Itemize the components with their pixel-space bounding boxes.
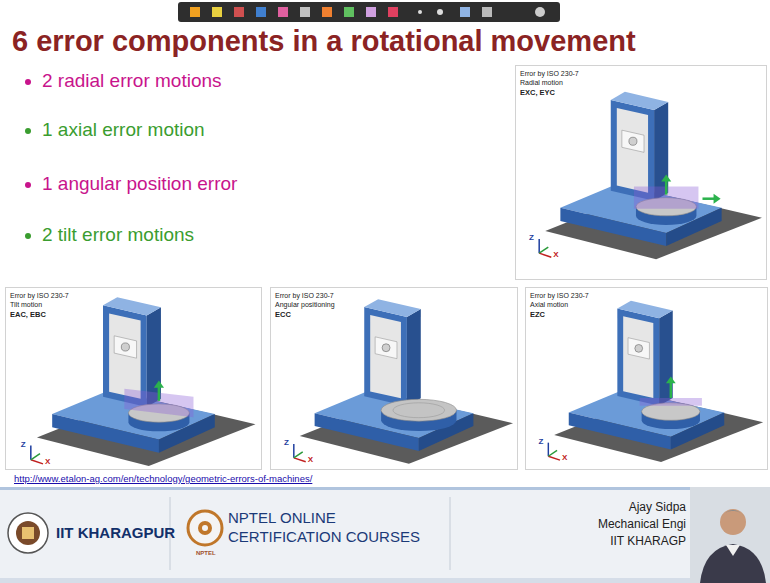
- panel-caption-line: Radial motion: [520, 79, 579, 88]
- course-banner: NPTEL ONLINE: [228, 509, 336, 527]
- course-banner: CERTIFICATION COURSES: [228, 528, 420, 546]
- axis-label: X: [45, 457, 50, 467]
- machine-tilt: [31, 297, 256, 466]
- error-code: EXC, EYC: [520, 88, 579, 97]
- presenter-name: Ajay Sidpa: [629, 500, 686, 514]
- axis-label: X: [562, 453, 567, 463]
- panel-caption: Error by ISO 230-7Tilt motionEAC, EBC: [10, 292, 69, 319]
- figure-panel: Error by ISO 230-7Axial motionEZC: [525, 287, 768, 470]
- bullet-dots: [25, 79, 31, 239]
- panel-caption: Error by ISO 230-7Radial motionEXC, EYC: [520, 70, 579, 97]
- machine-angular: [294, 299, 513, 464]
- bullet-text: 2 tilt error motions: [42, 224, 194, 247]
- slide-title: 6 error components in a rotational movem…: [12, 24, 636, 59]
- figure-panel: Error by ISO 230-7Tilt motionEAC, EBC: [5, 287, 262, 470]
- footer-band: [0, 487, 770, 583]
- toolbar: [178, 2, 560, 22]
- panel-caption: Error by ISO 230-7Angular positioningECC: [275, 292, 335, 319]
- bullet-text: 1 axial error motion: [42, 119, 205, 142]
- panel-caption-line: Error by ISO 230-7: [10, 292, 69, 301]
- presenter-video: [690, 487, 770, 583]
- machine-radial: [539, 92, 762, 259]
- error-code: ECC: [275, 310, 335, 319]
- axis-label: Z: [529, 233, 534, 243]
- bullet-text: 2 radial error motions: [42, 70, 222, 93]
- panel-caption-line: Angular positioning: [275, 301, 335, 310]
- figure-panel: Error by ISO 230-7Radial motionEXC, EYC: [515, 65, 767, 280]
- presenter-department: Mechanical Engi: [598, 517, 686, 531]
- axis-label: X: [308, 455, 313, 465]
- figure-panel: Error by ISO 230-7Angular positioningECC: [270, 287, 518, 470]
- institute-name: IIT KHARAGPUR: [56, 524, 175, 542]
- error-code: EAC, EBC: [10, 310, 69, 319]
- axis-label: Z: [539, 437, 544, 447]
- panel-caption-line: Error by ISO 230-7: [275, 292, 335, 301]
- error-code: EZC: [530, 310, 589, 319]
- axis-label: Z: [21, 440, 26, 450]
- presenter-institute: IIT KHARAGP: [610, 534, 686, 548]
- bullet-text: 1 angular position error: [42, 173, 237, 196]
- axis-label: Z: [284, 438, 289, 448]
- source-link: http://www.etalon-ag.com/en/technology/g…: [14, 473, 312, 484]
- panel-caption: Error by ISO 230-7Axial motionEZC: [530, 292, 589, 319]
- panel-caption-line: Error by ISO 230-7: [530, 292, 589, 301]
- machine-axial: [548, 301, 763, 462]
- panel-caption-line: Error by ISO 230-7: [520, 70, 579, 79]
- panel-caption-line: Tilt motion: [10, 301, 69, 310]
- axis-label: X: [553, 250, 558, 260]
- logo-text: NPTEL: [196, 550, 216, 557]
- panel-caption-line: Axial motion: [530, 301, 589, 310]
